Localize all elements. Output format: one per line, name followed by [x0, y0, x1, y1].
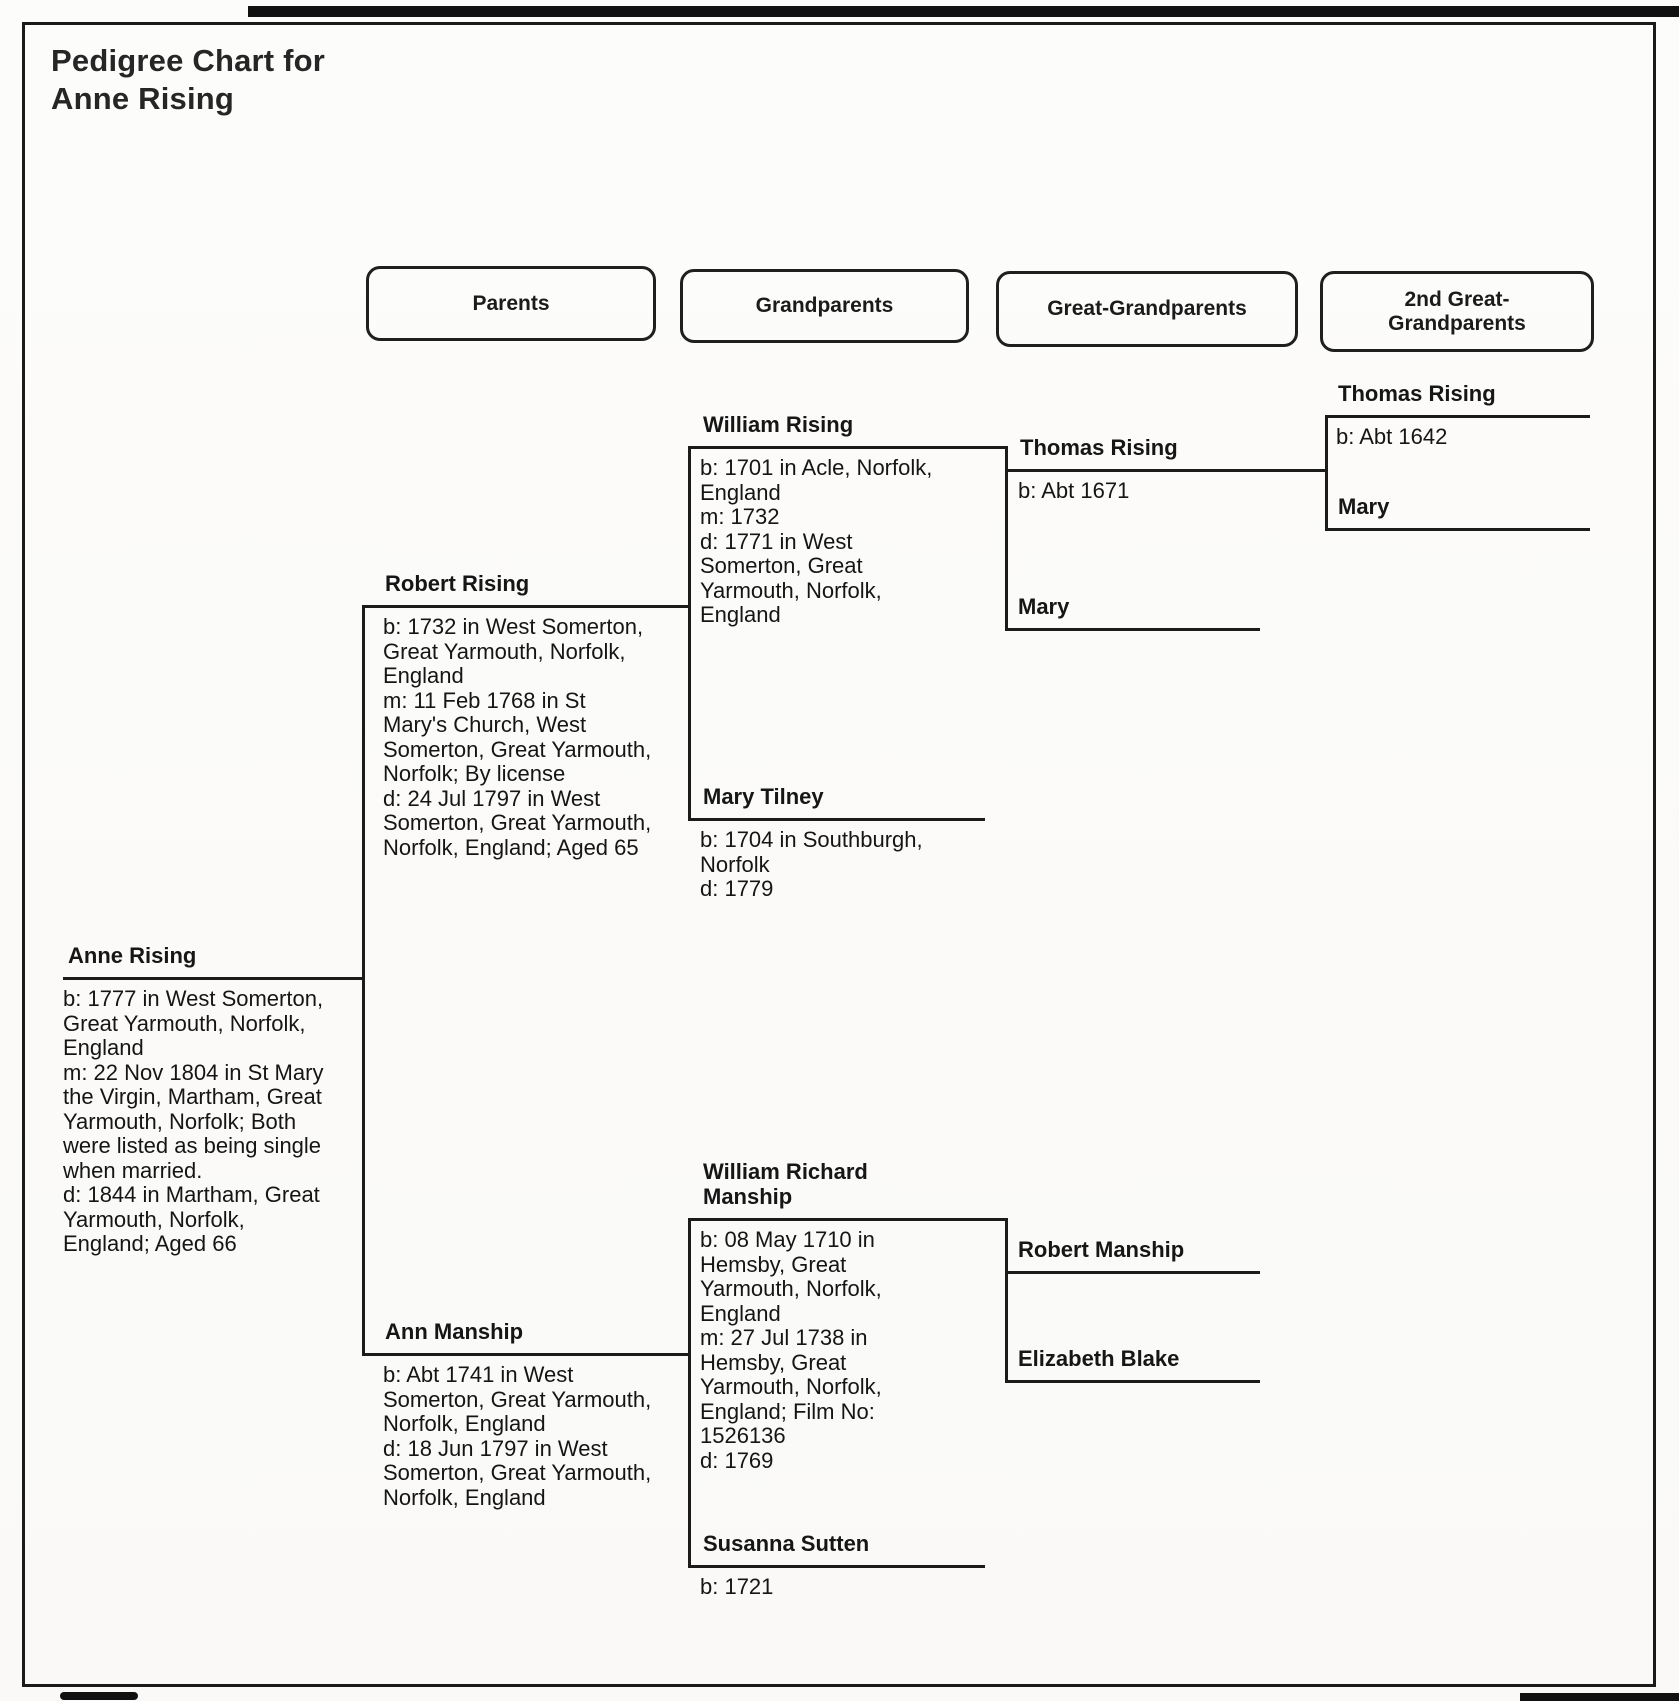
- column-header-parents-label: Parents: [472, 291, 550, 315]
- person-name: Susanna Sutten: [703, 1531, 870, 1556]
- connector-thomas-rising-parents: [1325, 415, 1328, 528]
- person-details: b: 1704 in Southburgh, Norfolk d: 1779: [700, 827, 950, 902]
- marriage-info: m: 11 Feb 1768 in St Mary's Church, West…: [383, 687, 652, 786]
- person-name: Mary: [1338, 494, 1390, 519]
- person-name: William Rising: [703, 412, 854, 437]
- marriage-info: m: 1732: [700, 504, 780, 529]
- birth-info: b: 1732 in West Somerton, Great Yarmouth…: [383, 614, 644, 688]
- person-name: Mary Tilney: [703, 784, 824, 809]
- person-details: b: 1701 in Acle, Norfolk, England m: 173…: [700, 455, 950, 628]
- person-underline: [1005, 1271, 1260, 1274]
- person-underline: [1325, 528, 1590, 531]
- person-details: b: 1732 in West Somerton, Great Yarmouth…: [383, 614, 655, 860]
- person-details: b: 1721: [700, 1574, 950, 1600]
- death-info: d: 24 Jul 1797 in West Somerton, Great Y…: [383, 785, 652, 860]
- person-underline: [1005, 1380, 1260, 1383]
- person-underline: [688, 818, 985, 821]
- page-title-line2: Anne Rising: [51, 81, 235, 116]
- person-name: Mary: [1018, 594, 1070, 619]
- column-header-grandparents: Grandparents: [680, 269, 969, 343]
- person-details: b: Abt 1642: [1336, 424, 1576, 450]
- birth-info: b: 1701 in Acle, Norfolk, England: [700, 455, 933, 505]
- column-header-parents: Parents: [366, 266, 656, 341]
- person-details: b: Abt 1671: [1018, 478, 1268, 504]
- person-underline: [688, 446, 1005, 449]
- death-info: d: 1844 in Martham, Great Yarmouth, Norf…: [63, 1182, 320, 1256]
- person-underline: [1325, 415, 1590, 418]
- birth-info: b: 1777 in West Somerton, Great Yarmouth…: [63, 986, 324, 1060]
- scan-artifact-bottom-right: [1520, 1693, 1679, 1701]
- person-details: b: Abt 1741 in West Somerton, Great Yarm…: [383, 1362, 655, 1510]
- person-name: William Richard Manship: [703, 1159, 868, 1209]
- person-underline: [1005, 469, 1325, 472]
- connector-ann-manship-parents: [688, 1218, 691, 1565]
- person-underline: [688, 1218, 1005, 1221]
- connector-anne-parents: [362, 605, 365, 1353]
- person-underline: [362, 1353, 688, 1356]
- column-header-2nd-great-grandparents-label: 2nd Great-Grandparents: [1388, 287, 1526, 335]
- birth-info: b: Abt 1642: [1336, 424, 1448, 449]
- column-header-2nd-great-grandparents: 2nd Great-Grandparents: [1320, 271, 1594, 352]
- connector-william-rising-parents: [1005, 446, 1008, 628]
- birth-info: b: Abt 1671: [1018, 478, 1130, 503]
- person-name: Robert Manship: [1018, 1237, 1185, 1262]
- person-underline: [362, 605, 688, 608]
- death-info: d: 18 Jun 1797 in West Somerton, Great Y…: [383, 1435, 652, 1510]
- scan-artifact-top-bar: [248, 6, 1679, 17]
- person-underline: [63, 977, 362, 980]
- death-info: d: 1769: [700, 1447, 774, 1473]
- birth-info: b: 1704 in Southburgh, Norfolk: [700, 827, 923, 877]
- person-name: Anne Rising: [68, 943, 197, 968]
- person-name: Thomas Rising: [1338, 381, 1496, 406]
- scan-artifact-bottom-left: [60, 1692, 138, 1700]
- person-name: Elizabeth Blake: [1018, 1346, 1180, 1371]
- page-border: [22, 22, 1656, 1687]
- person-underline: [688, 1565, 985, 1568]
- column-header-great-grandparents-label: Great-Grandparents: [1047, 297, 1247, 320]
- column-header-grandparents-label: Grandparents: [755, 294, 894, 317]
- death-info: d: 1771 in West Somerton, Great Yarmouth…: [700, 528, 882, 627]
- connector-wr-manship-parents: [1005, 1218, 1008, 1380]
- birth-info: b: 1721: [700, 1574, 774, 1599]
- connector-robert-parents: [688, 446, 691, 818]
- birth-info: b: 08 May 1710 in Hemsby, Great Yarmouth…: [700, 1227, 882, 1326]
- person-details: b: 08 May 1710 in Hemsby, Great Yarmouth…: [700, 1227, 950, 1473]
- page-title-line1: Pedigree Chart for: [51, 43, 326, 78]
- page-title: Pedigree Chart for Anne Rising: [51, 42, 325, 118]
- marriage-info: m: 27 Jul 1738 in Hemsby, Great Yarmouth…: [700, 1325, 882, 1448]
- person-name: Ann Manship: [385, 1319, 524, 1344]
- death-info: d: 1779: [700, 876, 774, 901]
- birth-info: b: Abt 1741 in West Somerton, Great Yarm…: [383, 1362, 652, 1436]
- person-underline: [1005, 628, 1260, 631]
- column-header-great-grandparents: Great-Grandparents: [996, 271, 1298, 347]
- person-name: Robert Rising: [385, 571, 530, 596]
- person-details: b: 1777 in West Somerton, Great Yarmouth…: [63, 986, 335, 1257]
- person-name: Thomas Rising: [1020, 435, 1178, 460]
- marriage-info: m: 22 Nov 1804 in St Mary the Virgin, Ma…: [63, 1059, 324, 1183]
